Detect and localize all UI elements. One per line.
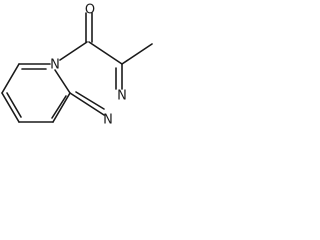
bond-c9a-c9	[52, 92, 71, 123]
bond-c7-c6	[1, 63, 20, 94]
bond-c8-c7	[1, 92, 20, 123]
azo-nitrogen-upper-label: N	[117, 89, 127, 104]
bond-c9-c9-inner	[51, 95, 67, 119]
bond-c4-c3	[88, 41, 123, 65]
bond-n1-c9a	[69, 92, 105, 116]
carbonyl-oxygen-label: O	[85, 3, 95, 18]
atom-labels: O N N N	[50, 3, 127, 128]
bond-c3-methyl	[121, 43, 153, 65]
bond-n5-c9a	[54, 69, 71, 94]
chemical-structure: O N N N	[1, 3, 153, 128]
bond-c8-c7-inner	[6, 92, 22, 118]
bond-n5-c4	[59, 41, 88, 61]
bonds	[1, 12, 153, 123]
bridgehead-nitrogen-label: N	[50, 58, 60, 73]
azo-nitrogen-lower-label: N	[103, 113, 113, 128]
bond-n1-c9a-double	[75, 91, 105, 110]
